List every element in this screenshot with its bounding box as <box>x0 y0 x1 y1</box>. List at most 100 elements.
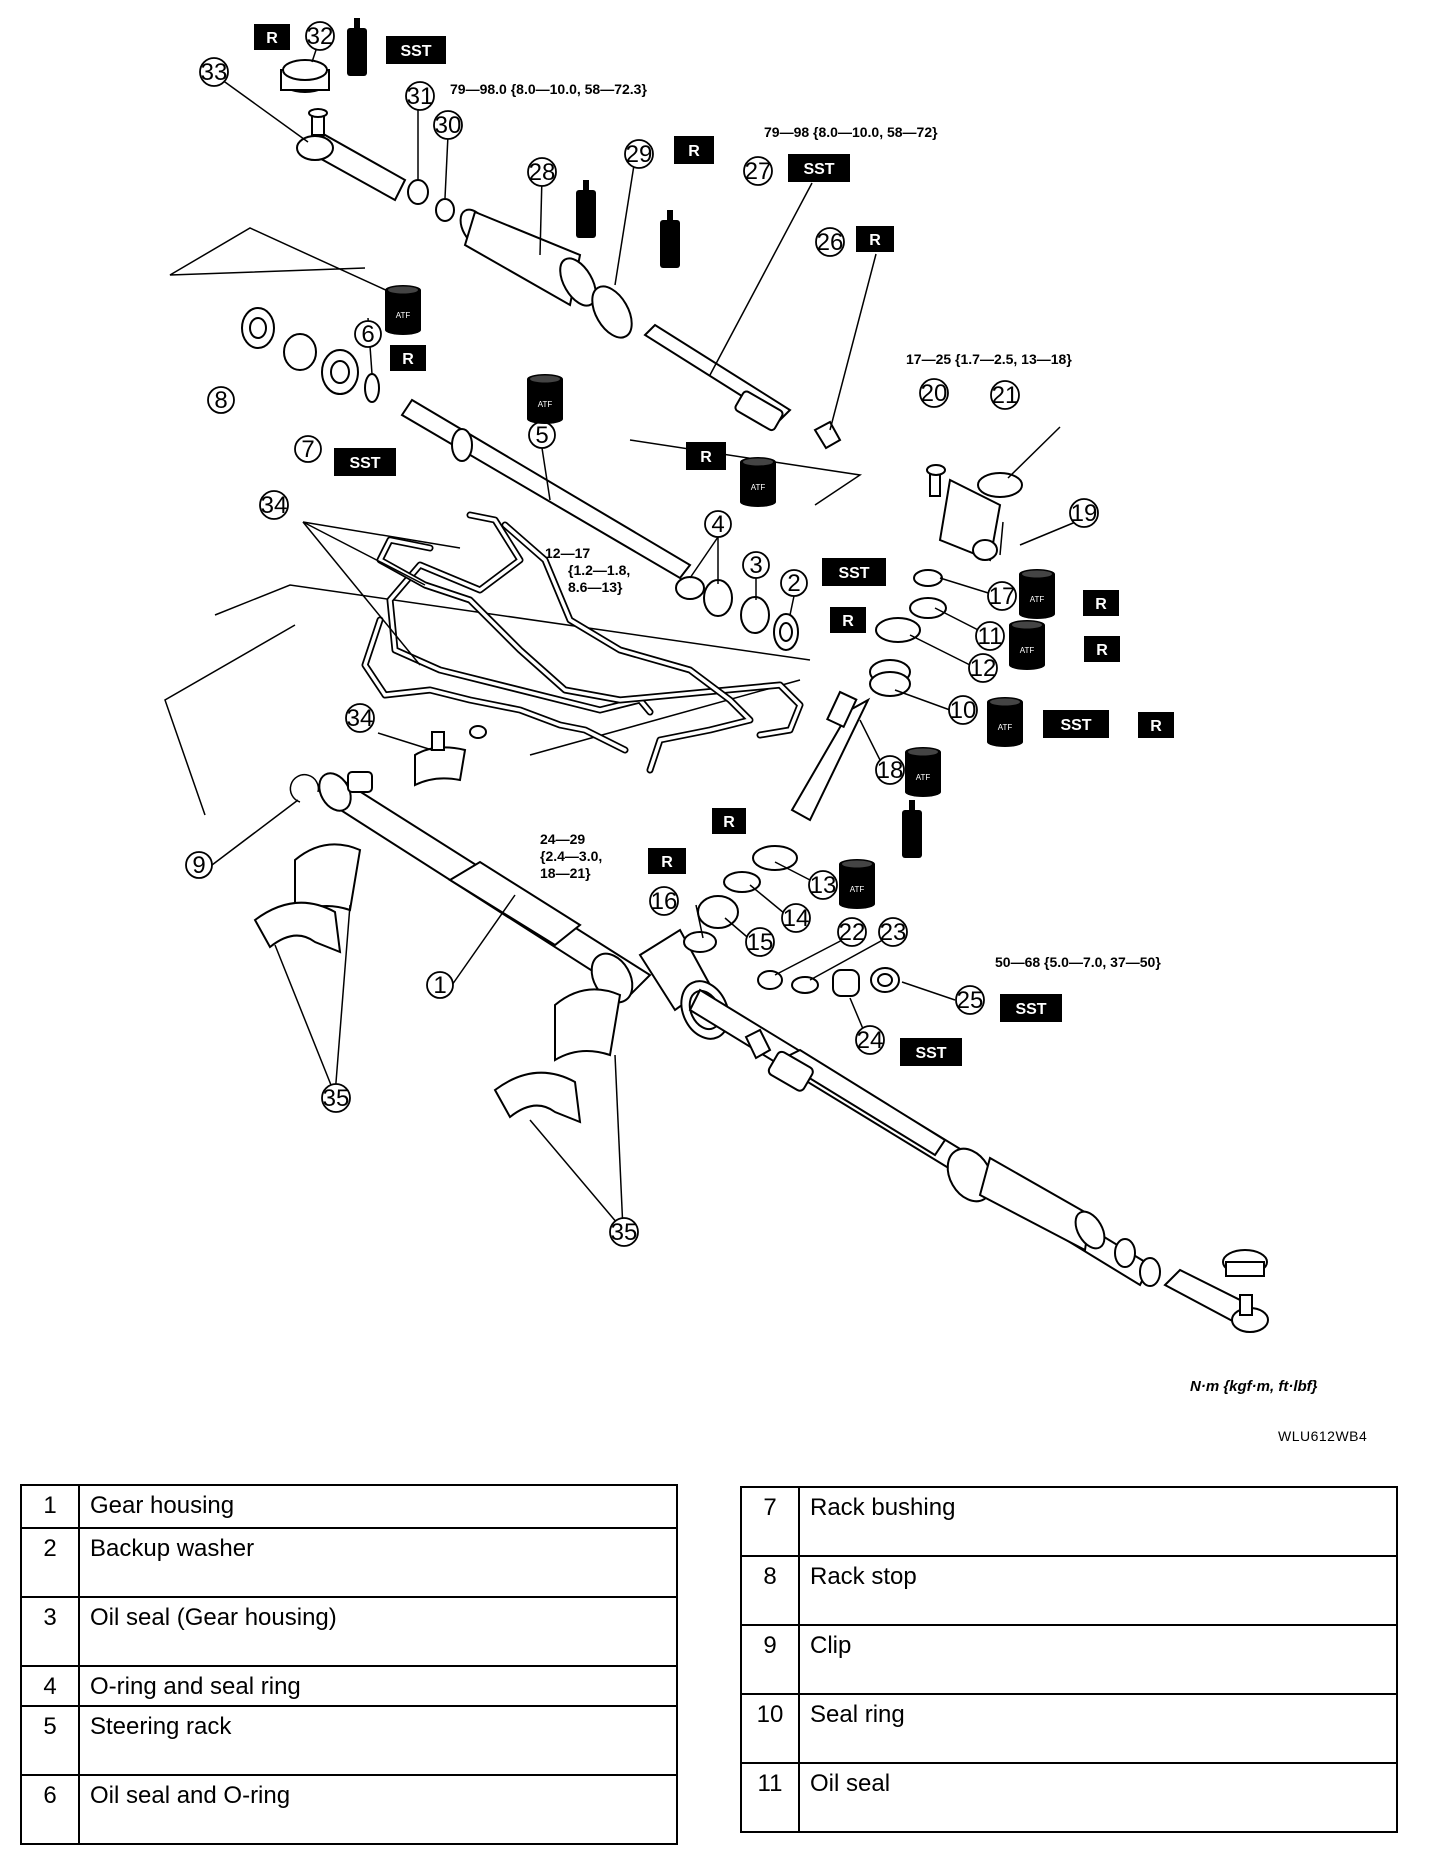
part-name: Oil seal <box>798 1762 1398 1833</box>
svg-text:R: R <box>842 613 854 630</box>
badge-sst-24: SST <box>900 1038 962 1066</box>
svg-text:ATF: ATF <box>538 400 553 409</box>
callout-5: 5 <box>528 421 556 449</box>
callout-29: 29 <box>624 139 654 169</box>
callout-16: 16 <box>649 886 679 916</box>
atf-can-icon: ATF <box>1019 569 1055 619</box>
callout-21: 21 <box>990 380 1020 410</box>
part-number: 1 <box>20 1484 80 1529</box>
badge-r-11: R <box>1084 636 1120 662</box>
svg-text:ATF: ATF <box>396 311 411 320</box>
svg-text:32: 32 <box>307 23 334 50</box>
steering-rack-part <box>400 398 692 580</box>
svg-text:7: 7 <box>301 436 314 463</box>
torque-spec-4-line3: 8.6—13} <box>568 579 623 595</box>
svg-text:29: 29 <box>626 141 653 168</box>
part-number: 6 <box>20 1774 80 1845</box>
svg-text:34: 34 <box>261 492 288 519</box>
badge-r-32: R <box>254 24 290 50</box>
callout-15: 15 <box>745 927 775 957</box>
svg-text:ATF: ATF <box>998 723 1013 732</box>
callout-34-top: 34 <box>259 490 289 520</box>
tie-rod-end-lower <box>1163 1249 1269 1333</box>
hydraulic-pipes <box>361 511 804 774</box>
atf-can-icon: ATF <box>1009 620 1045 670</box>
svg-text:4: 4 <box>711 511 724 538</box>
svg-text:R: R <box>723 814 735 831</box>
part-name: Oil seal and O-ring <box>78 1774 678 1845</box>
part-name: Backup washer <box>78 1527 678 1598</box>
badge-r-17: R <box>1083 590 1119 616</box>
torque-spec-5-line1: 24—29 <box>540 831 585 847</box>
callout-4: 4 <box>704 510 732 538</box>
svg-text:10: 10 <box>950 697 977 724</box>
svg-text:SST: SST <box>803 161 834 178</box>
callout-6: 6 <box>354 320 382 348</box>
tie-rod-end-upper <box>296 108 455 222</box>
torque-spec-5-line3: 18—21} <box>540 865 591 881</box>
callout-35-right: 35 <box>609 1217 639 1247</box>
torque-spec-2: 79—98 {8.0—10.0, 58—72} <box>764 124 938 140</box>
callout-17: 17 <box>987 581 1017 611</box>
grease-tube-icon <box>347 18 367 76</box>
exploded-view-diagram: 1 2 3 4 5 6 7 8 9 10 11 12 13 14 15 16 1… <box>164 18 1269 1333</box>
svg-text:9: 9 <box>192 852 205 879</box>
tie-rod-upper <box>643 323 842 450</box>
svg-text:33: 33 <box>201 59 228 86</box>
torque-spec-4-line1: 12—17 <box>545 545 590 561</box>
mount-brackets <box>253 843 622 1124</box>
atf-can-icon: ATF <box>987 697 1023 747</box>
torque-spec-3: 17—25 {1.7—2.5, 13—18} <box>906 351 1072 367</box>
callout-30: 30 <box>433 110 463 140</box>
atf-can-icon: ATF <box>527 374 563 424</box>
svg-text:35: 35 <box>611 1219 638 1246</box>
atf-can-icon: ATF <box>905 747 941 797</box>
callout-9: 9 <box>185 851 213 879</box>
svg-text:ATF: ATF <box>1020 646 1035 655</box>
badge-r-13: R <box>712 808 746 834</box>
badge-r-27: R <box>674 136 714 164</box>
svg-text:2: 2 <box>787 570 800 597</box>
badge-sst-27: SST <box>788 154 850 182</box>
torque-spec-6: 50—68 {5.0—7.0, 37—50} <box>995 954 1161 970</box>
svg-text:35: 35 <box>323 1085 350 1112</box>
svg-text:12: 12 <box>970 655 997 682</box>
figure-code: WLU612WB4 <box>1278 1428 1368 1444</box>
torque-spec-1: 79—98.0 {8.0—10.0, 58—72.3} <box>450 81 647 97</box>
torque-spec-4-line2: {1.2—1.8, <box>568 562 630 578</box>
atf-can-icon: ATF <box>385 285 421 335</box>
badge-sst-25: SST <box>1000 994 1062 1022</box>
atf-can-icon: ATF <box>839 859 875 909</box>
svg-text:R: R <box>869 232 881 249</box>
svg-text:22: 22 <box>839 919 866 946</box>
callout-8: 8 <box>207 386 235 414</box>
callout-14: 14 <box>781 903 811 933</box>
callout-27: 27 <box>743 156 773 186</box>
pipe-bracket-part <box>414 725 487 787</box>
leader-lines <box>211 37 1091 1231</box>
grease-tube-icon <box>660 210 680 268</box>
callout-13: 13 <box>808 870 838 900</box>
svg-text:24: 24 <box>857 1027 884 1054</box>
part-name: Oil seal (Gear housing) <box>78 1596 678 1667</box>
part-number: 9 <box>740 1624 800 1695</box>
svg-text:R: R <box>661 854 673 871</box>
callout-20: 20 <box>919 378 949 408</box>
svg-text:26: 26 <box>817 229 844 256</box>
seal-parts <box>675 576 799 651</box>
callout-26: 26 <box>815 227 845 257</box>
callout-7: 7 <box>294 435 322 463</box>
svg-text:ATF: ATF <box>850 885 865 894</box>
callout-2: 2 <box>780 569 808 597</box>
atf-can-icon: ATF <box>740 457 776 507</box>
badge-sst-10: SST <box>1043 710 1109 738</box>
